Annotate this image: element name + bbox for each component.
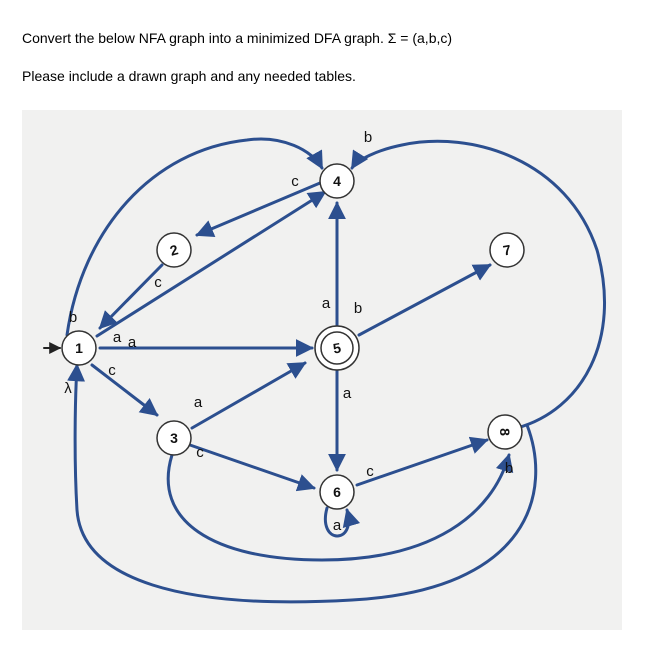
edge-label-b-left: b [69,309,77,326]
edge-1-to-4-b [65,137,324,337]
edge-4-to-2-c [195,181,322,237]
instructions-text: Please include a drawn graph and any nee… [22,68,356,84]
state-label-7: 7 [502,241,513,258]
state-5 [320,331,354,365]
edge-label-a-3-5: a [194,394,203,411]
edge-label-a-5-4: a [322,295,331,312]
state-2 [156,232,192,268]
edge-label-b-6-8: b [505,460,513,477]
edge-label-a-1-4: a [113,329,122,346]
edge-label-b-top: b [364,129,372,146]
edge-label-b-5-7: b [354,300,362,317]
state-label-5: 5 [332,339,343,356]
edge-8-to-1-lambda [67,363,538,604]
state-label-4: 4 [333,173,341,189]
edge-label-c-3-6: c [196,444,204,461]
state-label-8: 8 [497,428,513,436]
edge-2-to-1-c [98,263,164,330]
edge-5-to-7-b [357,263,492,337]
edge-label-c-4-2: c [291,173,299,190]
edge-6-self-loop-a [323,506,361,538]
state-7 [489,232,525,268]
edge-6-to-8-c [355,436,489,487]
edge-8-to-4-b [350,139,606,430]
edge-label-lambda: λ [64,380,72,397]
state-4 [319,163,355,199]
edge-3-to-8-b [166,453,514,562]
edge-label-c-1-3: c [108,362,116,379]
question-text: Convert the below NFA graph into a minim… [22,30,453,46]
edge-label-a-5-6: a [343,385,352,402]
state-6 [319,474,355,510]
state-label-3: 3 [170,430,178,446]
edge-label-c-2-1: c [154,274,162,291]
nfa-graph-photo: 1 2 3 4 5 6 7 8 b c c b a a c λ a c a b … [22,110,622,630]
edge-1-to-3-c [90,363,159,417]
edge-3-to-6-c [188,443,316,492]
edge-label-c-6-8: c [366,463,374,480]
edge-3-to-5-a [190,361,307,430]
state-8 [487,414,523,450]
edge-label-a-1-5: a [128,334,137,351]
state-label-2: 2 [168,241,180,259]
state-1 [61,330,97,366]
state-label-1: 1 [75,340,83,356]
state-label-6: 6 [333,484,341,500]
edge-label-a-self: a [333,517,342,534]
edge-1-to-4-a [95,190,327,338]
state-3 [156,420,192,456]
